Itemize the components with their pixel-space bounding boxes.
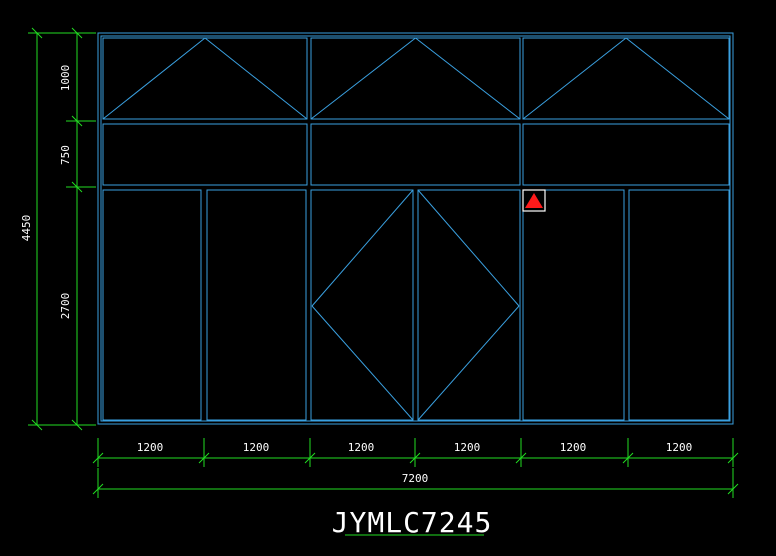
dim-col-5-width: 1200: [560, 441, 587, 454]
door-swing-mark: [417, 189, 520, 307]
opening-mark: [522, 37, 627, 120]
dimension-lines: [28, 27, 739, 498]
tick: [304, 452, 316, 464]
door-leaf-1: [102, 189, 202, 421]
tick: [198, 452, 210, 464]
transom-pane-1: [102, 37, 308, 120]
tick: [31, 419, 43, 431]
door-swing-mark: [311, 305, 414, 421]
door-leaf-3: [310, 189, 414, 421]
dim-col-1-width: 1200: [137, 441, 164, 454]
window-code-title: JYMLC7245: [332, 506, 493, 539]
tick: [71, 419, 83, 431]
tick: [727, 483, 739, 495]
dim-col-4-width: 1200: [454, 441, 481, 454]
door-leaf-5: [522, 189, 625, 421]
door-leaf-6: [628, 189, 730, 421]
dim-overall-width: 7200: [402, 472, 429, 485]
opening-mark: [415, 37, 521, 120]
tick: [92, 452, 104, 464]
tick: [31, 27, 43, 39]
opening-mark: [204, 37, 308, 120]
dim-col-6-width: 1200: [666, 441, 693, 454]
window-frame: [97, 32, 734, 425]
opening-mark: [310, 37, 416, 120]
dim-overall-height: 4450: [20, 215, 33, 242]
opening-mark: [625, 37, 730, 120]
outer-frame: [97, 32, 734, 425]
tick: [622, 452, 634, 464]
dim-row-1-height: 1000: [59, 65, 72, 92]
warning-triangle-icon[interactable]: [522, 189, 546, 212]
outer-frame-inner: [100, 35, 731, 422]
middle-pane-1: [102, 123, 308, 186]
door-swing-mark: [311, 189, 414, 307]
door-leaf-2: [206, 189, 307, 421]
transom-pane-2: [310, 37, 521, 120]
dim-col-3-width: 1200: [348, 441, 375, 454]
tick: [727, 452, 739, 464]
transom-pane-3: [522, 37, 730, 120]
tick: [515, 452, 527, 464]
middle-pane-3: [522, 123, 730, 186]
dim-row-3-height: 2700: [59, 293, 72, 320]
dim-col-2-width: 1200: [243, 441, 270, 454]
dim-row-2-height: 750: [59, 145, 72, 165]
tick: [92, 483, 104, 495]
door-swing-mark: [417, 305, 520, 421]
tick: [71, 181, 83, 193]
tick: [71, 115, 83, 127]
door-leaf-4: [417, 189, 521, 421]
middle-pane-2: [310, 123, 521, 186]
opening-mark: [102, 37, 206, 120]
tick: [409, 452, 421, 464]
tick: [71, 27, 83, 39]
